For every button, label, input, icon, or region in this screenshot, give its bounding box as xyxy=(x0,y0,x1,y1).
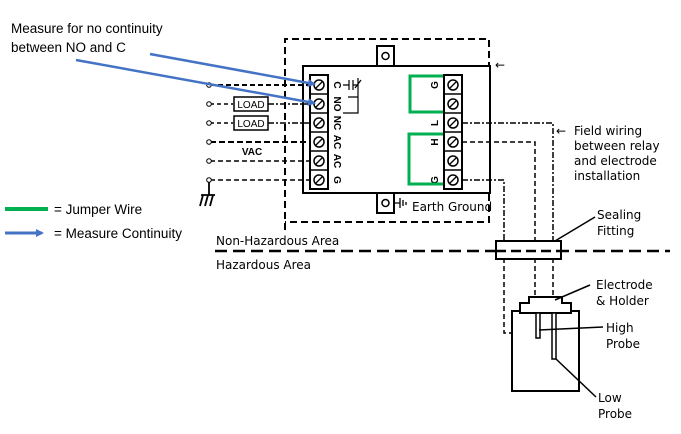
legend-jumper-label: = Jumper Wire xyxy=(54,202,142,217)
terminal-label-ac2: AC xyxy=(331,154,342,168)
load-label-2: LOAD xyxy=(237,119,264,130)
terminal-label-right-g1: G xyxy=(430,81,441,89)
earth-ground-label: Earth Ground xyxy=(412,200,492,214)
electrode-line2: & Holder xyxy=(596,294,649,308)
terminal-label-nc: NC xyxy=(331,116,342,130)
enclosure-boundary xyxy=(284,38,490,230)
sealing-fitting-line2: Fitting xyxy=(597,224,634,238)
field-wiring-line4: installation xyxy=(574,169,640,183)
non-hazardous-label: Non-Hazardous Area xyxy=(216,234,339,248)
enclosure-arrow-icon: ← xyxy=(495,58,505,72)
left-terminal-block xyxy=(309,74,329,190)
top-mount-screw-icon xyxy=(381,51,390,61)
load-box-2 xyxy=(233,115,269,131)
terminal-label-c: C xyxy=(331,81,342,88)
low-probe-line2: Probe xyxy=(598,407,632,421)
electrode-line1: Electrode xyxy=(596,278,653,292)
field-wiring xyxy=(462,122,554,334)
annotation-line2: between NO and C xyxy=(11,40,126,55)
wire-end-terminal-icon xyxy=(206,177,212,183)
measure-arrow-c xyxy=(149,52,316,87)
earth-ground-symbol-icon xyxy=(395,198,407,208)
field-wiring-line3: and electrode xyxy=(574,154,657,168)
low-probe-line1: Low xyxy=(598,391,622,405)
left-wiring xyxy=(210,84,310,181)
load-box-1 xyxy=(233,96,269,112)
field-wiring-line2: between relay xyxy=(574,139,660,153)
legend-measure-label: = Measure Continuity xyxy=(54,226,182,241)
load-label-1: LOAD xyxy=(237,100,264,111)
field-wiring-arrow-icon: ← xyxy=(556,124,566,138)
high-probe-leader xyxy=(538,326,604,331)
wire-end-terminal-icon xyxy=(206,139,212,145)
hazardous-label: Hazardous Area xyxy=(216,258,311,272)
wire-end-terminal-icon xyxy=(206,158,212,164)
field-wiring-line1: Field wiring xyxy=(574,124,642,138)
low-probe-leader xyxy=(555,358,597,398)
wire-end-terminal-icon xyxy=(206,101,212,107)
terminal-label-g: G xyxy=(331,176,342,184)
annotation-line1: Measure for no continuity xyxy=(11,21,163,36)
jumper-wire-g-to-second xyxy=(408,74,443,114)
terminal-label-no: NO xyxy=(331,97,342,112)
measure-arrow-no xyxy=(75,58,316,106)
electrode-holder xyxy=(519,296,572,314)
high-probe-line2: Probe xyxy=(606,337,640,351)
terminal-label-ac1: AC xyxy=(331,135,342,149)
electrode-leader xyxy=(554,284,591,301)
electrode-vessel xyxy=(511,310,580,392)
terminal-label-right-l: L xyxy=(430,120,441,126)
sealing-fitting-leader xyxy=(554,216,596,242)
right-terminal-block xyxy=(443,74,463,190)
vac-label: VAC xyxy=(242,147,262,158)
jumper-wire-h-to-g xyxy=(407,132,443,186)
right-terminal-screws xyxy=(447,79,459,186)
terminal-label-right-g2: G xyxy=(430,176,441,184)
bottom-mount-screw-icon xyxy=(381,198,390,208)
terminal-label-right-h: H xyxy=(430,138,441,145)
sealing-fitting-line1: Sealing xyxy=(597,208,641,222)
low-probe xyxy=(551,312,557,360)
relay-contact-symbol-icon xyxy=(343,78,362,114)
wire-end-terminal-icon xyxy=(206,120,212,126)
high-probe-line1: High xyxy=(606,321,634,335)
ground-symbol-icon xyxy=(199,182,215,207)
high-probe xyxy=(535,312,541,339)
